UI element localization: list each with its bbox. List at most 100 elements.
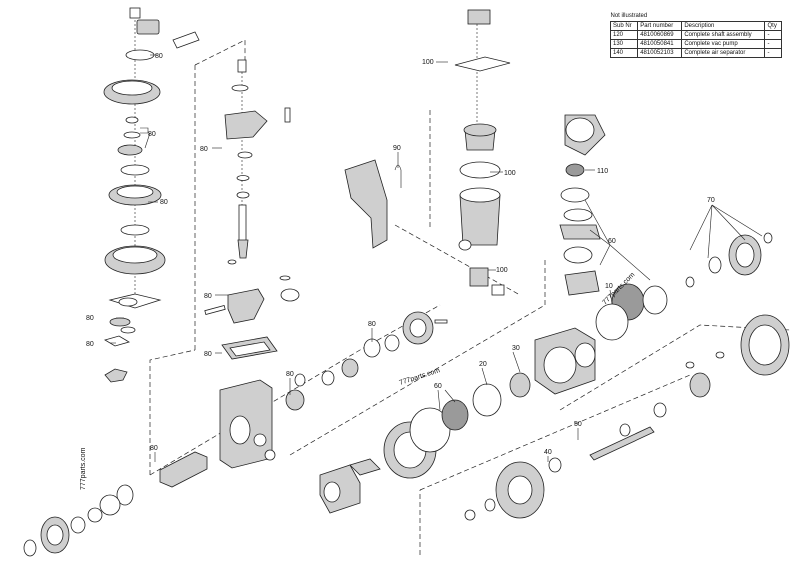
callout-80: 80 (86, 315, 94, 322)
bearing-inner-part (116, 185, 154, 199)
gasket-part (563, 246, 593, 264)
parts-legend-table: Not illustrated Sub Nr Part number Descr… (609, 12, 782, 58)
cap-part (763, 232, 773, 244)
callout-110: 110 (597, 168, 608, 175)
nut-part (484, 498, 496, 512)
circlip-part (23, 539, 37, 557)
guard-cover-part (344, 159, 388, 249)
bearing-part (708, 256, 722, 274)
bolt-part (685, 361, 695, 369)
callout-10: 10 (605, 283, 613, 290)
bolt-part (715, 351, 725, 359)
pin-part (227, 259, 237, 265)
callout-100: 100 (422, 59, 434, 66)
end-cap-inner-part (735, 242, 755, 268)
vac-pump-head-bore-part (565, 117, 595, 143)
plug-part (172, 31, 200, 49)
legend-desc: Complete air separator (681, 48, 766, 58)
screw-part (434, 319, 448, 324)
callout-80: 80 (160, 199, 168, 206)
handwheel-inner-part (111, 80, 153, 96)
callout-80: 80 (286, 371, 294, 378)
ring-part (70, 516, 86, 534)
housing-bore-part (229, 415, 251, 445)
valve-block-part (467, 9, 491, 25)
middle-shaft-parts (294, 311, 448, 387)
callout-30: 30 (512, 345, 520, 352)
flange-part (349, 458, 381, 476)
separator-bowl-part (459, 194, 501, 246)
flange-part (491, 284, 505, 296)
legend-part: 4810052103 (637, 48, 683, 58)
o-ring-part (118, 297, 138, 307)
nut-part (685, 276, 695, 288)
plug-part (264, 449, 276, 461)
o-ring-part (120, 326, 136, 334)
pump-casing-outlet-part (574, 342, 596, 368)
stem-part (238, 204, 247, 246)
callout-100: 100 (496, 267, 508, 274)
rotor-housing-part (564, 270, 600, 296)
callout-80: 80 (150, 445, 158, 452)
valve-body-part (224, 110, 268, 140)
watermark: 777parts.com (80, 447, 87, 490)
legend-caption: Not illustrated (610, 13, 648, 19)
washer-part (321, 370, 335, 386)
separator-rim-part (459, 187, 501, 203)
callout-80: 80 (204, 351, 212, 358)
callout-numbers: 80 80 80 80 80 80 80 80 80 80 80 90 100 … (86, 53, 715, 456)
impeller-part (472, 383, 502, 417)
coupling-part (689, 372, 711, 398)
upper-middle-column (204, 59, 300, 360)
gasket-part (109, 317, 131, 327)
screw-part (284, 107, 291, 123)
u-bolt-part (394, 164, 402, 188)
pump-shaft-part (589, 426, 655, 461)
callout-60: 60 (608, 238, 616, 245)
gearbox-housing-group (23, 379, 305, 557)
callout-50: 50 (574, 421, 582, 428)
washer-part (123, 131, 141, 139)
legend-sub: 140 (609, 48, 639, 58)
washer-part (464, 509, 476, 521)
valve-stem-part (237, 239, 249, 259)
o-ring-part (120, 224, 150, 236)
wear-plate-part (441, 399, 469, 431)
ring-part (236, 175, 250, 181)
o-ring-part (459, 161, 501, 179)
drive-shaft-part (159, 451, 208, 488)
bell-housing-inner-part (748, 324, 782, 366)
callout-80: 80 (148, 131, 156, 138)
callout-80: 80 (368, 321, 376, 328)
pump-housing-group (319, 327, 596, 514)
bracket-part (227, 288, 265, 324)
lower-right-assembly (464, 314, 790, 521)
vac-pump-block-part (469, 267, 489, 287)
callout-60: 60 (434, 383, 442, 390)
nut-part (294, 373, 306, 387)
bearing-part (285, 389, 305, 411)
legend-qty: - (764, 48, 782, 58)
cover-inner-part (112, 246, 158, 264)
seal-part (548, 457, 562, 473)
bearing-cover-inner-part (409, 318, 427, 338)
bearing-part (653, 402, 667, 418)
seal-part (237, 151, 253, 159)
plate-part (559, 224, 601, 240)
callout-90: 90 (393, 145, 401, 152)
legend-row: 140 4810052103 Complete air separator - (609, 48, 782, 58)
washer-part (125, 49, 155, 61)
o-ring-part (384, 334, 400, 352)
screw-part (129, 7, 141, 19)
port-part (458, 239, 472, 251)
bearing-part (117, 144, 143, 156)
callout-80: 80 (155, 53, 163, 60)
pin-part (204, 304, 226, 316)
left-vertical-stack (103, 7, 200, 383)
spring-part (236, 191, 250, 199)
linkage-part (454, 56, 511, 72)
valve-disc-part (565, 163, 585, 177)
callout-100: 100 (504, 170, 516, 177)
o-ring-part (231, 84, 249, 92)
